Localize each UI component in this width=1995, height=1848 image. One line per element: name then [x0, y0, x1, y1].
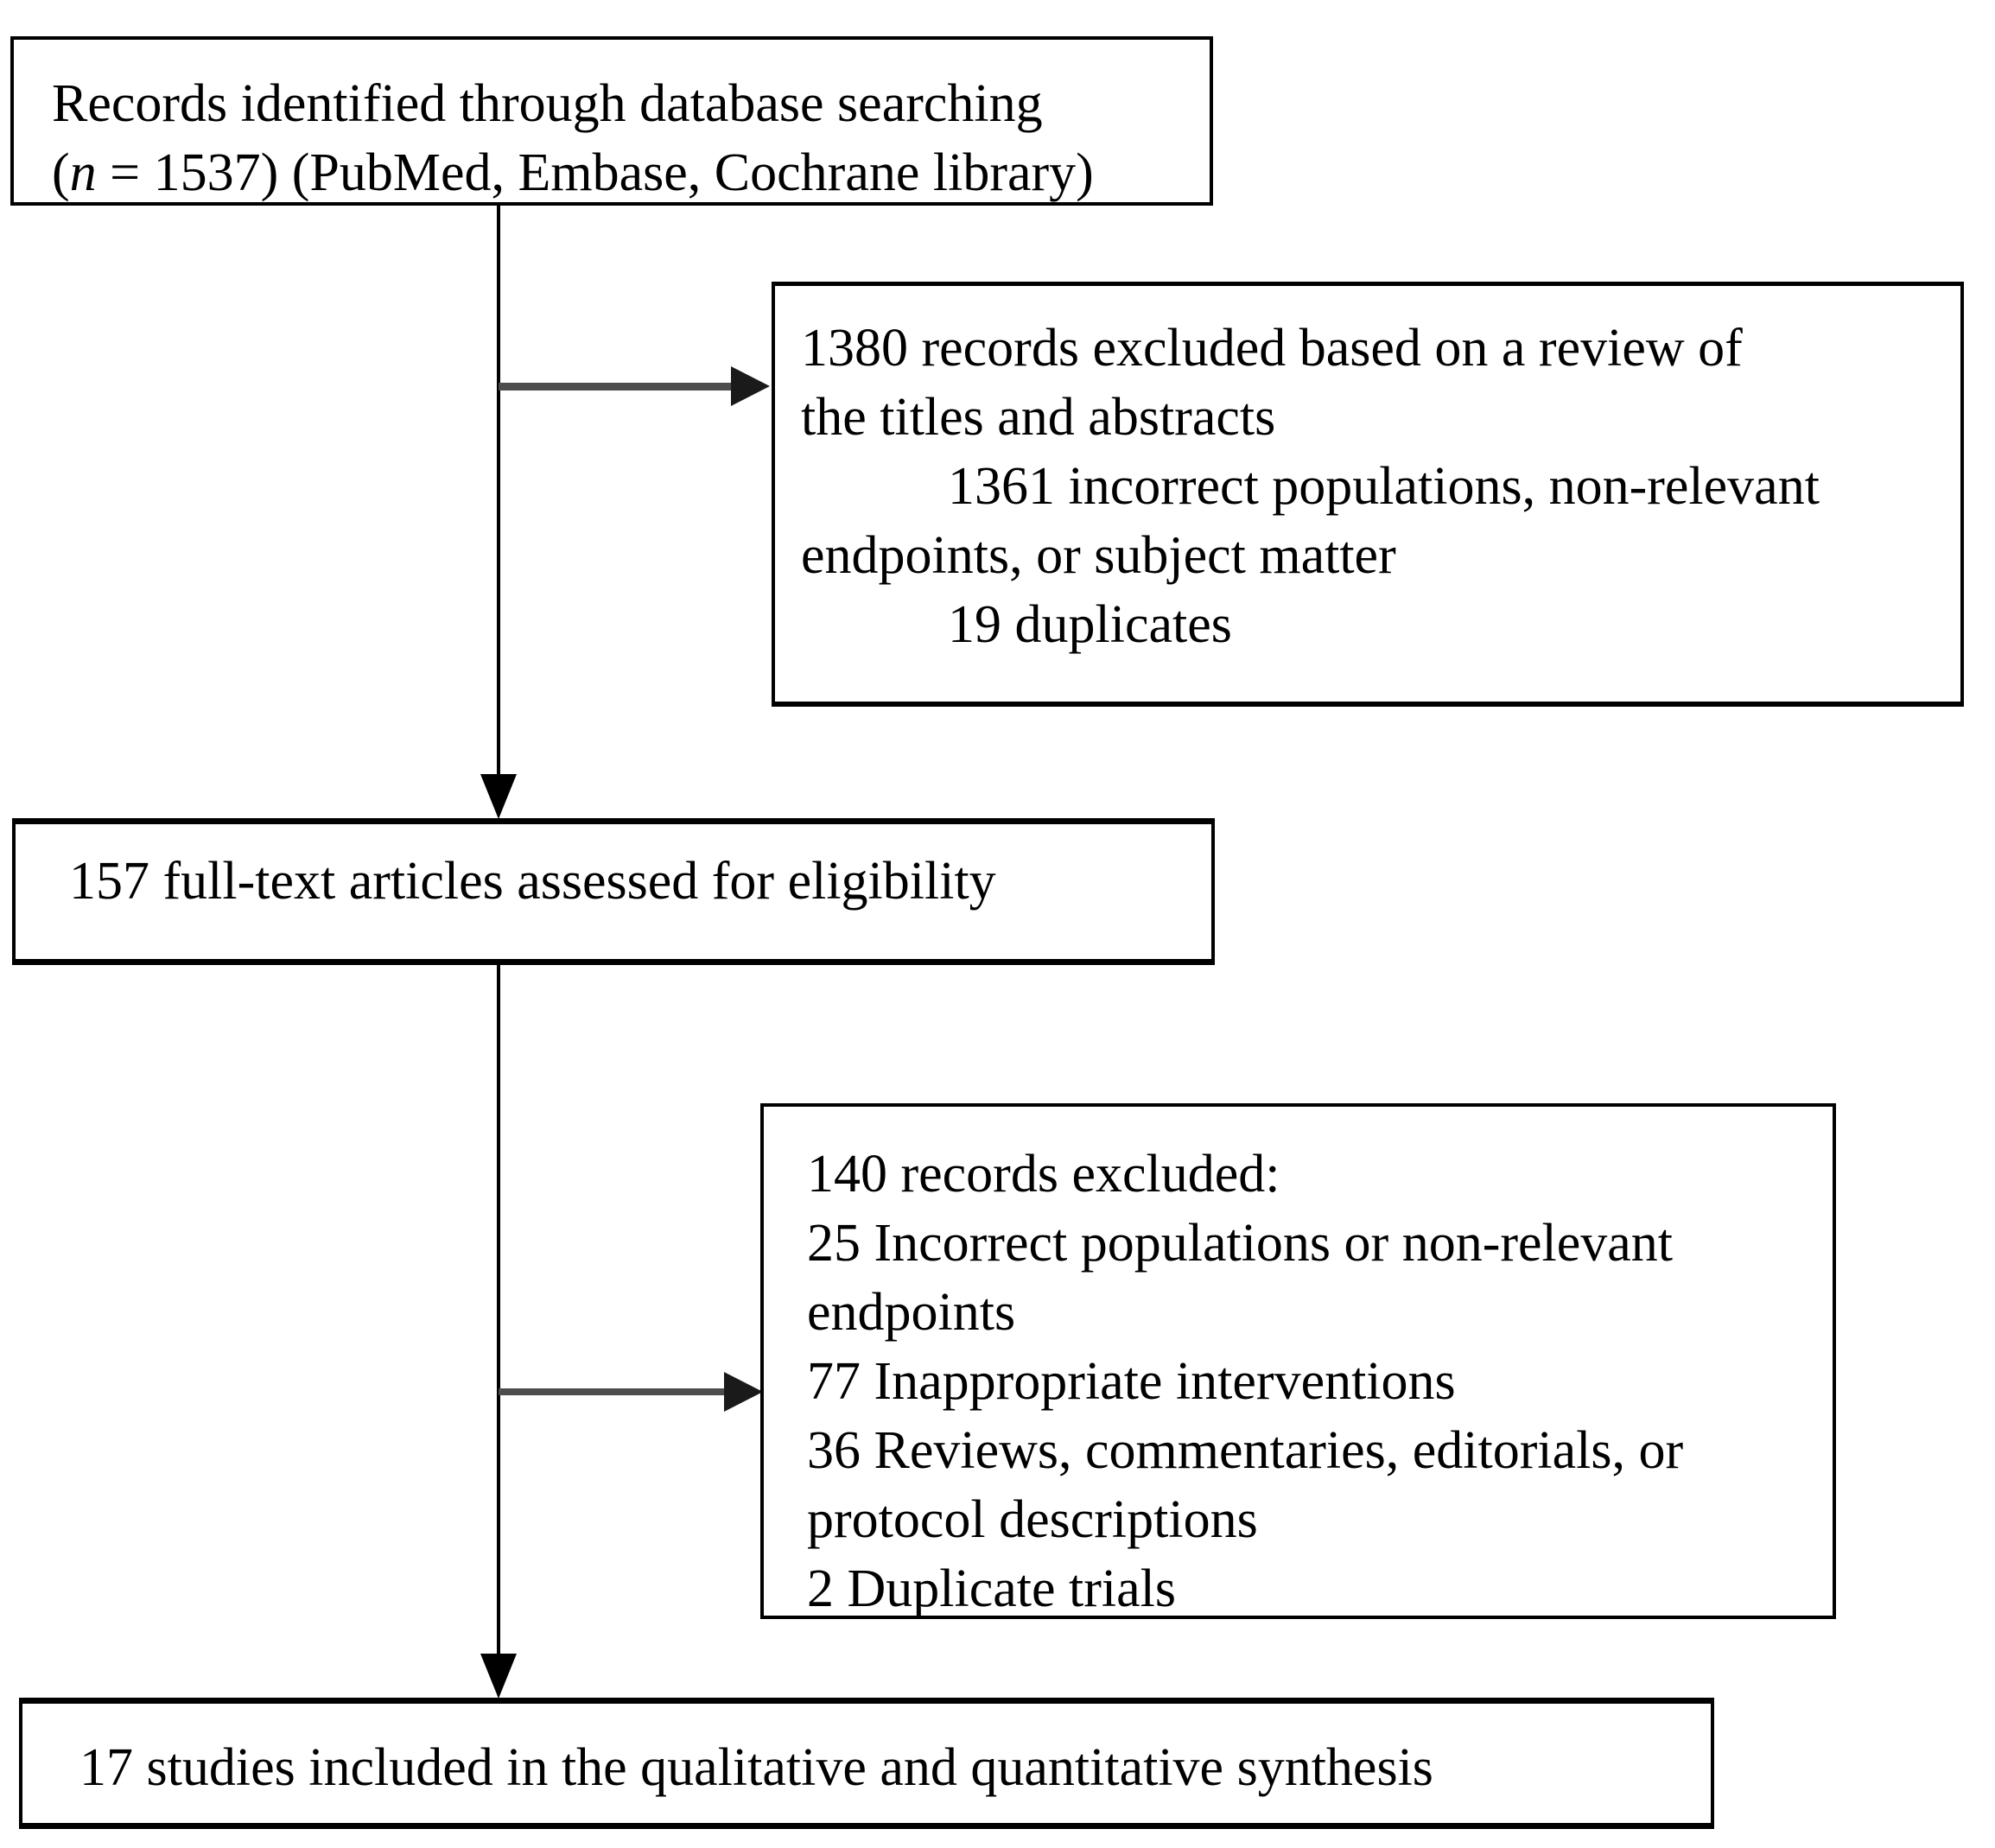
connector-identification-to-eligibility — [497, 205, 500, 778]
excluded-fulltext-line: endpoints — [807, 1283, 1016, 1342]
arrowhead-right-icon — [731, 366, 770, 406]
studies-included-text: 17 studies included in the qualitative a… — [79, 1738, 1433, 1797]
box-records-excluded-screening: 1380 records excluded based on a review … — [772, 282, 1964, 707]
excluded-fulltext-line: 36 Reviews, commentaries, editorials, or — [807, 1421, 1684, 1480]
excluded-screening-line: endpoints, or subject matter — [801, 526, 1396, 585]
arrowhead-right-icon — [724, 1372, 763, 1412]
records-identified-line1: Records identified through database sear… — [52, 74, 1043, 133]
connector-eligibility-to-included — [497, 965, 500, 1656]
paren-open: ( — [52, 143, 70, 202]
excluded-screening-line: 19 duplicates — [948, 595, 1232, 654]
records-identified-line2: (n = 1537) (PubMed, Embase, Cochrane lib… — [52, 138, 1192, 207]
excluded-screening-line: the titles and abstracts — [801, 388, 1276, 447]
fulltext-assessed-text: 157 full-text articles assessed for elig… — [69, 852, 996, 911]
arrowhead-down-icon — [480, 774, 517, 819]
excluded-fulltext-line: protocol descriptions — [807, 1490, 1258, 1549]
excluded-fulltext-line: 140 records excluded: — [807, 1145, 1280, 1203]
records-identified-line2-rest: = 1537) (PubMed, Embase, Cochrane librar… — [96, 143, 1094, 202]
connector-to-excluded-fulltext — [499, 1388, 725, 1395]
box-records-excluded-fulltext: 140 records excluded: 25 Incorrect popul… — [760, 1103, 1836, 1619]
box-records-identified: Records identified through database sear… — [10, 36, 1213, 206]
n-variable: n — [69, 143, 97, 202]
box-fulltext-assessed: 157 full-text articles assessed for elig… — [12, 818, 1215, 965]
excluded-fulltext-line: 25 Incorrect populations or non-relevant — [807, 1214, 1673, 1273]
excluded-screening-line: 1380 records excluded based on a review … — [801, 319, 1743, 378]
box-studies-included: 17 studies included in the qualitative a… — [19, 1698, 1714, 1829]
excluded-screening-line: 1361 incorrect populations, non-relevant — [948, 457, 1820, 516]
excluded-fulltext-line: 77 Inappropriate interventions — [807, 1352, 1456, 1411]
excluded-fulltext-line: 2 Duplicate trials — [807, 1559, 1176, 1618]
arrowhead-down-icon — [480, 1654, 517, 1699]
connector-to-excluded-screening — [499, 383, 732, 391]
